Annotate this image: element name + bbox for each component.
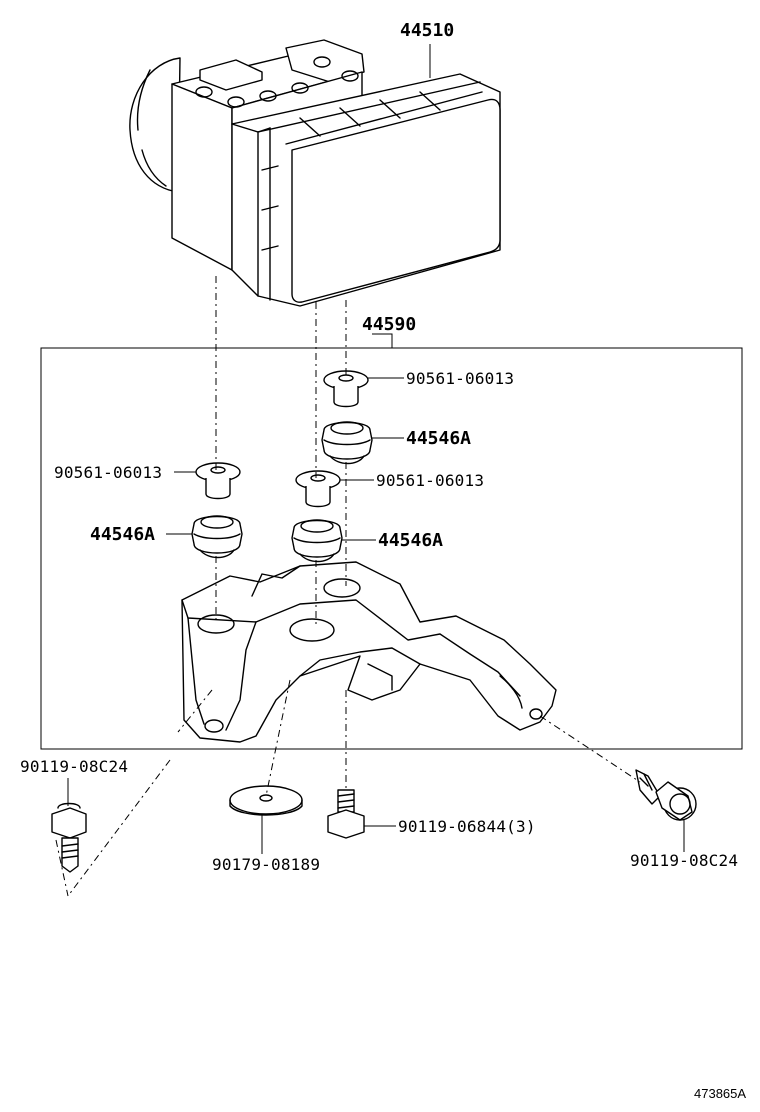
alignment-lines	[55, 276, 641, 897]
mounting-bracket-drawing	[181, 561, 557, 743]
cushion-top-right-drawing	[321, 421, 373, 465]
label-abs-actuator: 44510	[400, 20, 454, 41]
leader-lines	[67, 44, 685, 854]
cushion-mid-drawing	[291, 519, 343, 563]
label-bolt-right: 90119-08C24	[630, 851, 738, 870]
label-washer: 90179-08189	[212, 855, 320, 874]
cushion-left-drawing	[191, 515, 243, 559]
abs-actuator-drawing	[129, 39, 501, 307]
label-cushion-top-right: 44546A	[406, 428, 471, 449]
washer-drawing	[229, 785, 303, 816]
reference-id: 473865A	[694, 1086, 746, 1101]
collar-left-drawing	[195, 462, 241, 500]
label-bolt-center: 90119-06844(3)	[398, 817, 536, 836]
bolt-left-drawing	[51, 802, 87, 873]
bolt-right-drawing	[635, 769, 697, 821]
label-collar-mid: 90561-06013	[376, 471, 484, 490]
bolt-center-drawing	[327, 789, 365, 839]
label-bolt-left: 90119-08C24	[20, 757, 128, 776]
label-bracket-assembly: 44590	[362, 314, 416, 335]
label-cushion-left: 44546A	[90, 524, 155, 545]
label-collar-left: 90561-06013	[54, 463, 162, 482]
label-cushion-mid: 44546A	[378, 530, 443, 551]
port-holes	[195, 56, 359, 108]
collar-top-right-drawing	[323, 370, 369, 408]
collar-mid-drawing	[295, 470, 341, 508]
label-collar-top-right: 90561-06013	[406, 369, 514, 388]
